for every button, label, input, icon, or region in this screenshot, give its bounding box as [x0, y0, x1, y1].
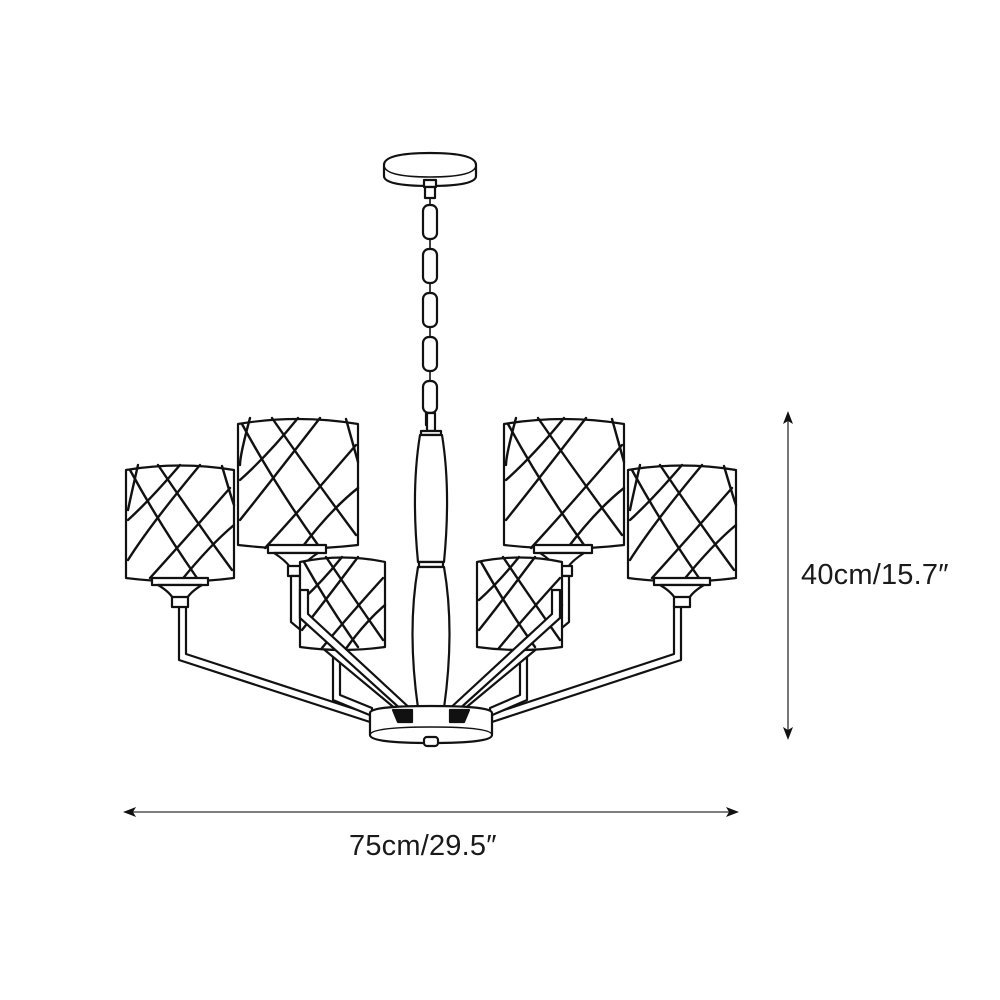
height-dimension — [783, 411, 793, 740]
width-dimension-label: 75cm/29.5″ — [349, 830, 497, 862]
arrow-down-icon — [783, 727, 793, 740]
chain — [421, 198, 439, 430]
ceiling-canopy — [382, 151, 478, 200]
arrow-up-icon — [783, 411, 793, 424]
central-column — [411, 411, 451, 710]
shade-outer-left — [124, 463, 236, 609]
shade-outer-right — [626, 463, 738, 609]
arrow-right-icon — [726, 807, 739, 817]
shade-inner-left — [298, 555, 387, 652]
width-dimension — [123, 807, 739, 817]
base-hub — [368, 704, 494, 748]
shade-inner-right — [475, 555, 564, 652]
height-dimension-label: 40cm/15.7″ — [801, 559, 949, 591]
arrow-left-icon — [123, 807, 136, 817]
shade-upper-left — [236, 416, 360, 578]
shade-upper-right — [502, 416, 626, 578]
